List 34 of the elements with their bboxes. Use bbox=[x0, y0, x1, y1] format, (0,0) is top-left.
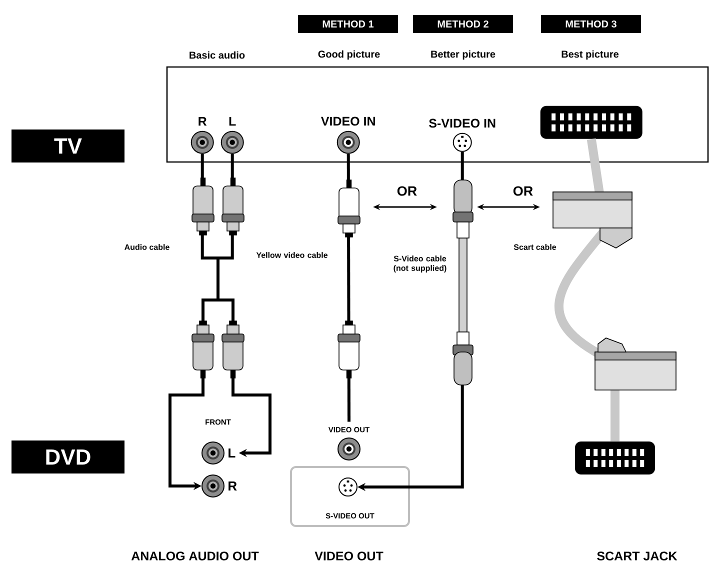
cable-label: Scart cable bbox=[512, 243, 558, 251]
device-label: TV bbox=[12, 130, 124, 162]
output-heading: SCART JACK bbox=[597, 552, 678, 560]
method-banner: METHOD 1 bbox=[298, 15, 398, 33]
cable-label: S-Video cable (not supplied) bbox=[386, 254, 454, 274]
column-heading: Better picture bbox=[431, 50, 496, 60]
cable-label: Yellow video cable bbox=[255, 251, 329, 259]
node-label: VIDEO IN bbox=[320, 116, 375, 126]
cable-label: Audio cable bbox=[123, 243, 171, 251]
method-banner: METHOD 3 bbox=[541, 15, 641, 33]
rca-jack: R bbox=[202, 474, 237, 498]
column-heading: Basic audio bbox=[190, 51, 245, 59]
node-label: S-VIDEO IN bbox=[429, 118, 496, 128]
output-heading: ANALOG AUDIO OUT bbox=[131, 552, 259, 560]
device-label: DVD bbox=[12, 440, 124, 474]
scart-socket bbox=[540, 106, 642, 139]
rca-jack: L bbox=[202, 442, 236, 464]
node-label: R bbox=[198, 117, 207, 126]
rca-jack: L bbox=[220, 117, 244, 154]
output-heading: VIDEO OUT bbox=[314, 552, 384, 560]
node-label: L bbox=[228, 448, 236, 458]
s-video-jack bbox=[338, 478, 358, 496]
tv-panel bbox=[166, 66, 709, 163]
or-label: OR bbox=[397, 186, 417, 196]
or-label: OR bbox=[513, 186, 533, 196]
video-jack: VIDEO IN bbox=[321, 116, 375, 154]
node-label: R bbox=[228, 482, 237, 490]
method-banner: METHOD 2 bbox=[413, 15, 513, 33]
rca-jack: R bbox=[190, 117, 214, 154]
s-video-jack: S-VIDEO IN bbox=[429, 118, 496, 152]
scart-socket bbox=[575, 442, 655, 474]
column-heading: Best picture bbox=[562, 50, 619, 60]
column-heading: Good picture bbox=[318, 50, 380, 60]
node-label: L bbox=[229, 117, 236, 126]
